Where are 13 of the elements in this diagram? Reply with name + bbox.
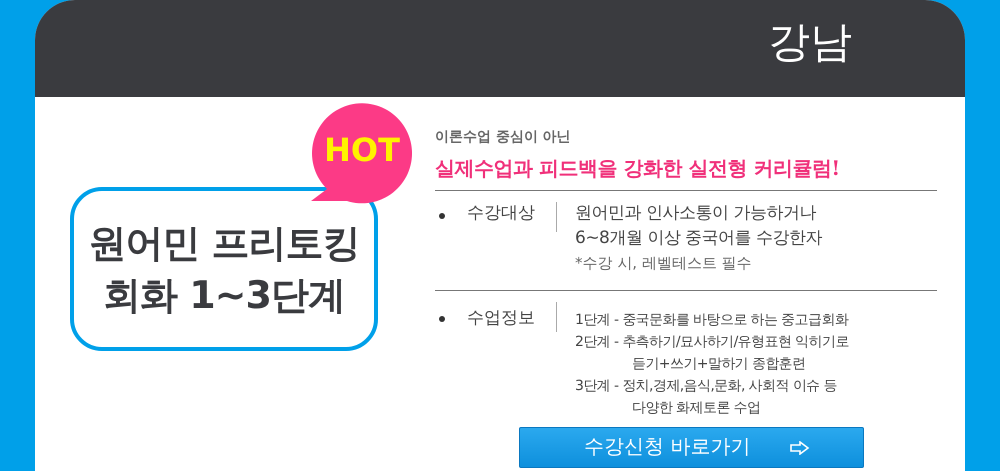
step-text: 3단계 - 정치,경제,음식,문화, 사회적 이슈 등 다양한 화제토론 수업 [575, 377, 838, 418]
item-heading: 수업정보 [467, 307, 535, 329]
item-text: 원어민과 인사소통이 가능하거나 6~8개월 이상 중국어를 수강한자 [575, 202, 824, 250]
headline: 실제수업과 피드백을 강화한 실전형 커리큘럼! [435, 155, 840, 182]
note-text: *수강 시, 레벨테스트 필수 [575, 254, 752, 273]
course-title-box: 원어민 프리토킹 회화 1~3단계 [70, 187, 378, 351]
subheading: 이론수업 중심이 아닌 [435, 128, 571, 146]
item-heading: 수강대상 [467, 202, 535, 224]
header-band [35, 0, 965, 97]
step-text: 2단계 - 추측하기/묘사하기/유형표현 익히기로 듣기+쓰기+말하기 종합훈련 [575, 333, 850, 374]
header-title: 강남 [768, 16, 852, 68]
apply-button: 수강신청 바로가기 [519, 427, 864, 468]
step-text: 1단계 - 중국문화를 바탕으로 하는 중고급회화 [575, 311, 848, 330]
